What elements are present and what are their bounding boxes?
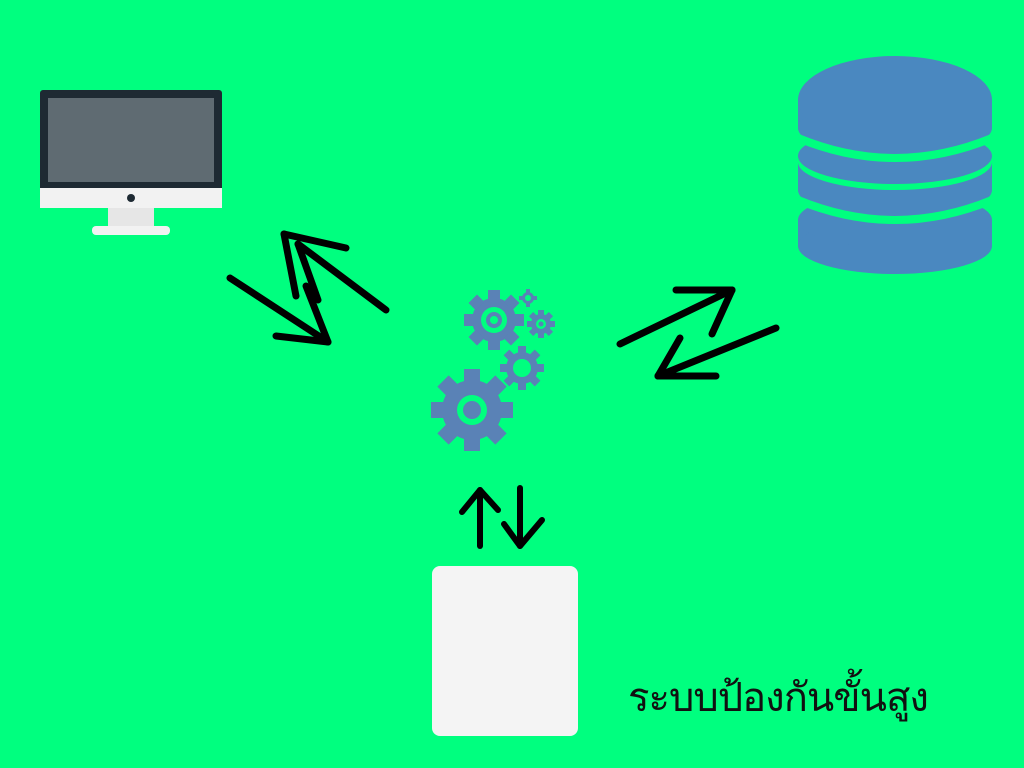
bidirectional-arrow-gears-database — [616, 286, 780, 380]
bidirectional-arrow-computer-gears — [226, 230, 390, 346]
gears-icon — [431, 289, 555, 451]
database-icon — [796, 56, 994, 274]
desktop-computer-icon — [40, 90, 222, 235]
caption-label: ระบบป้องกันขั้นสูง — [628, 675, 929, 721]
document-icon — [432, 566, 578, 736]
up-down-arrows-gears-document — [459, 485, 545, 549]
